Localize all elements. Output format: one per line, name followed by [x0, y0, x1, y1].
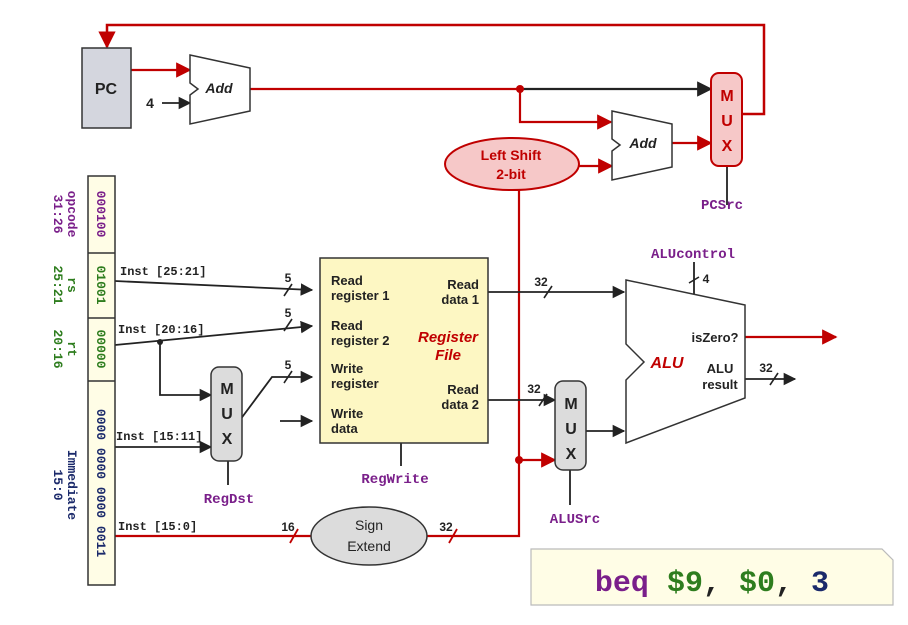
alucontrol-label: ALUcontrol: [651, 247, 735, 263]
is-zero-label: isZero?: [692, 330, 739, 345]
read-register-2-label: register 2: [331, 333, 390, 348]
bus-width-label: 5: [285, 358, 292, 372]
rs-name: rs: [64, 277, 79, 293]
alusrc-label: ALUSrc: [550, 512, 600, 528]
constant-four: 4: [146, 95, 154, 111]
bus-width-label: 4: [703, 272, 710, 286]
bus-width-label: 5: [285, 306, 292, 320]
bus-slash-marks: [283, 276, 779, 407]
wire-label-rt: Inst [20:16]: [118, 323, 204, 337]
rt-range: 20:16: [50, 329, 65, 368]
wire-label-rs: Inst [25:21]: [120, 265, 206, 279]
instruction-rt: $0: [739, 567, 775, 601]
instruction-box: [530, 548, 894, 606]
pc-adder: [189, 54, 251, 125]
sign-extend-label: Sign: [355, 517, 383, 533]
pc-label: PC: [95, 81, 118, 98]
junction-dot: [157, 339, 163, 345]
sign-extend-to-shift-wire: [115, 190, 557, 538]
junction-dot: [516, 85, 524, 93]
regdst-mux-letter: X: [222, 431, 233, 448]
opcode-bits: 000100: [93, 191, 108, 238]
wire-label-imm: Inst [15:0]: [118, 520, 197, 534]
regdst-label: RegDst: [204, 492, 254, 508]
alusrc-mux-letter: X: [566, 446, 577, 463]
instruction-wires: [114, 166, 797, 505]
alusrc-mux: [554, 380, 587, 471]
sign-extend-unit: [310, 506, 428, 566]
pc-mux: [710, 72, 743, 167]
regdst-mux-letter: M: [220, 381, 233, 398]
pcsrc-label: PCSrc: [701, 198, 743, 214]
pc-register: [81, 47, 132, 129]
bus-slash-marks-red: [289, 528, 458, 544]
opcode-name: opcode: [64, 191, 79, 238]
read-data-1-label: Read: [447, 277, 479, 292]
read-register-1-label: register 1: [331, 288, 390, 303]
write-data-label: data: [331, 421, 359, 436]
bus-width-label: 5: [285, 271, 292, 285]
alu-result-label: result: [702, 377, 738, 392]
bus-width-label: 32: [759, 361, 773, 375]
pc-feedback-wire: [98, 23, 766, 116]
wire-label-rd: Inst [15:11]: [116, 430, 202, 444]
immediate-range: 15:0: [50, 469, 65, 500]
instruction-sep: ,: [775, 567, 793, 601]
alu: [625, 279, 746, 445]
register-file-title: Register: [418, 329, 479, 346]
register-file: [319, 257, 489, 444]
instruction-rs: $9: [667, 567, 703, 601]
alu-label: ALU: [650, 355, 684, 372]
rt-bits: 00000: [93, 329, 108, 368]
instruction-immediate: 3: [811, 567, 829, 601]
left-shift-label: Left Shift: [481, 147, 542, 163]
add-to-mux-wire: [250, 81, 713, 130]
write-data-label: Write: [331, 406, 363, 421]
immediate-name: Immediate: [64, 450, 79, 520]
branch-adder-label: Add: [628, 135, 657, 151]
write-register-label: Write: [331, 361, 363, 376]
regdst-mux: [210, 366, 243, 462]
pc-mux-letter: M: [720, 88, 733, 105]
branch-add-to-mux-wire: [579, 135, 713, 174]
read-register-1-label: Read: [331, 273, 363, 288]
instruction-sep: ,: [703, 567, 721, 601]
bus-width-label: 32: [527, 382, 541, 396]
write-register-label: register: [331, 376, 379, 391]
pc-mux-letter: X: [722, 138, 733, 155]
rs-range: 25:21: [50, 265, 65, 304]
instruction-field-names: opcode 31:26 rs 25:21 rt 20:16 Immediate…: [50, 191, 79, 521]
pc-mux-letter: U: [721, 113, 733, 130]
alu-result-label: ALU: [707, 361, 734, 376]
alusrc-mux-letter: U: [565, 421, 577, 438]
read-data-2-label: Read: [447, 382, 479, 397]
instruction-text: beq $9, $0, 3: [595, 567, 829, 601]
read-data-2-label: data 2: [441, 397, 479, 412]
bus-width-label: 16: [281, 520, 295, 534]
read-register-2-label: Read: [331, 318, 363, 333]
instruction-bits: 000100 01001 00000 0000 0000 0000 0011: [93, 191, 108, 558]
immediate-bits: 0000 0000 0000 0011: [93, 409, 108, 557]
pc-adder-label: Add: [204, 80, 233, 96]
bus-width-label: 32: [439, 520, 453, 534]
register-file-title: File: [435, 347, 461, 364]
regdst-mux-letter: U: [221, 406, 233, 423]
bus-width-label: 32: [534, 275, 548, 289]
left-shift-unit: [444, 137, 580, 191]
rs-bits: 01001: [93, 265, 108, 304]
opcode-range: 31:26: [50, 194, 65, 233]
alusrc-mux-letter: M: [564, 396, 577, 413]
read-data-1-label: data 1: [441, 292, 479, 307]
rt-name: rt: [64, 341, 79, 357]
sign-extend-label: Extend: [347, 538, 391, 554]
left-shift-sublabel: 2-bit: [496, 166, 526, 182]
branch-adder: [611, 110, 673, 181]
regwrite-label: RegWrite: [361, 472, 428, 488]
junction-dot: [515, 456, 523, 464]
instruction-opcode: beq: [595, 567, 649, 601]
